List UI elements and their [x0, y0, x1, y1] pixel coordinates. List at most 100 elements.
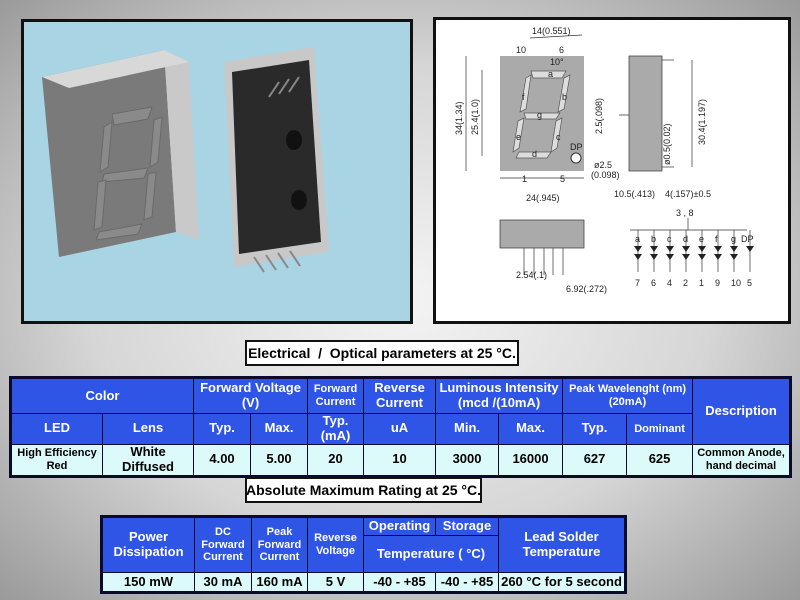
table-cell: 260 °C for 5 second — [498, 572, 626, 593]
dim-width: 24(.945) — [526, 193, 560, 203]
subheader-cell: Lens — [101, 413, 195, 445]
diode-icon — [650, 246, 658, 252]
dim-pitch: 2.54(.1) — [516, 270, 547, 280]
pin-number: 7 — [635, 278, 640, 288]
header-storage: Storage — [435, 516, 499, 536]
seg-e-label: e — [516, 132, 521, 142]
absolute-max-table: Power Dissipation DC Forward Current Pea… — [100, 515, 627, 594]
pin-number: 5 — [747, 278, 752, 288]
dim-pin1: 1 — [522, 174, 527, 184]
subheader-cell: Dominant — [626, 413, 694, 445]
pin-number: 6 — [651, 278, 656, 288]
dim-pin10: 10 — [516, 45, 526, 55]
led-display-photo — [42, 47, 329, 273]
header-description: Description — [692, 377, 791, 445]
pin-number: 4 — [667, 278, 672, 288]
subheader-cell: Typ. — [193, 413, 252, 445]
dim-pin6: 6 — [559, 45, 564, 55]
table-cell: 160 mA — [251, 572, 308, 593]
table-cell: Common Anode, hand decimal — [692, 443, 791, 477]
diode-icon — [698, 254, 706, 260]
segment-label: e — [699, 234, 704, 244]
diode-icon — [746, 246, 754, 252]
dim-pin5: 5 — [560, 174, 565, 184]
seg-c-label: c — [556, 132, 561, 142]
table-cell: 625 — [626, 443, 694, 477]
pin-number: 10 — [731, 278, 741, 288]
dim-pin-dia: ø0.5(0.02) — [662, 123, 672, 165]
table-cell: 5.00 — [250, 443, 309, 477]
segment-label: b — [651, 234, 656, 244]
diode-icon — [666, 246, 674, 252]
diode-icon — [730, 254, 738, 260]
header-luminous-intensity: Luminous Intensity (mcd /(10mA) — [435, 377, 564, 414]
seg-f-label: f — [522, 92, 525, 102]
segment-label: d — [683, 234, 688, 244]
segment-label: g — [731, 234, 736, 244]
subheader-cell: Min. — [435, 413, 500, 445]
header-reverse-voltage: Reverse Voltage — [307, 516, 364, 573]
table-cell: 4.00 — [193, 443, 252, 477]
segment-label: f — [715, 234, 718, 244]
absolute-title: Absolute Maximum Rating at 25 °C. — [245, 477, 482, 503]
header-operating: Operating — [363, 516, 436, 536]
diode-icon — [634, 246, 642, 252]
table-cell: 16000 — [498, 443, 564, 477]
diode-icon — [682, 246, 690, 252]
dim-common-pins: 3 , 8 — [676, 208, 694, 218]
diode-icon — [730, 246, 738, 252]
diode-icon — [650, 254, 658, 260]
pin-number: 1 — [699, 278, 704, 288]
diode-icon — [698, 246, 706, 252]
dim-dp-dia: ø2.5 — [594, 160, 612, 170]
header-forward-current: Forward Current — [307, 377, 365, 414]
subheader-cell: LED — [10, 413, 103, 445]
product-photo — [21, 19, 413, 324]
dimension-diagram: a b c d e f g 14(0.551) 10 6 10° 34(1.34… — [433, 17, 791, 324]
dim-seg-offset: 2.5(.098) — [594, 98, 604, 134]
seg-g-label: g — [537, 110, 542, 120]
subheader-cell: uA — [363, 413, 437, 445]
diode-icon — [666, 254, 674, 260]
subheader-cell: Typ. — [562, 413, 628, 445]
dim-angle: 10° — [550, 57, 564, 67]
header-forward-voltage: Forward Voltage (V) — [193, 377, 309, 414]
diode-icon — [682, 254, 690, 260]
pin-number: 2 — [683, 278, 688, 288]
table-cell: 20 — [307, 443, 365, 477]
table-cell: 627 — [562, 443, 628, 477]
diode-icon — [714, 246, 722, 252]
header-peak-forward-current: Peak Forward Current — [251, 516, 308, 573]
seg-b-label: b — [562, 92, 567, 102]
subheader-cell: Max. — [498, 413, 564, 445]
table-cell: 3000 — [435, 443, 500, 477]
dim-height: 34(1.34) — [454, 101, 464, 135]
table-cell: -40 - +85 — [435, 572, 499, 593]
segment-label: DP — [741, 234, 754, 244]
table-cell: 30 mA — [194, 572, 252, 593]
table-cell: High Efficiency Red — [10, 443, 103, 477]
electrical-title: Electrical / Optical parameters at 25 °C… — [245, 340, 519, 366]
dim-digit-height: 25.4(1.0) — [470, 99, 480, 135]
diode-icon — [634, 254, 642, 260]
dim-top-width: 14(0.551) — [532, 26, 571, 36]
header-peak-wavelength: Peak Wavelenght (nm) (20mA) — [562, 377, 694, 414]
pin-number: 9 — [715, 278, 720, 288]
table-cell: White Diffused — [101, 443, 195, 477]
header-temperature: Temperature ( °C) — [363, 535, 499, 573]
dim-dp-dia-in: (0.098) — [591, 170, 620, 180]
header-lead-solder: Lead Solder Temperature — [498, 516, 626, 573]
subheader-cell: Typ.(mA) — [307, 413, 365, 445]
header-dc-forward-current: DC Forward Current — [194, 516, 252, 573]
header-power-dissipation: Power Dissipation — [101, 516, 195, 573]
dim-depth: 10.5(.413) — [614, 189, 655, 199]
seg-d-label: d — [532, 149, 537, 159]
dim-end-offset: 6.92(.272) — [566, 284, 607, 294]
header-reverse-current: Reverse Current — [363, 377, 437, 414]
diode-icon — [714, 254, 722, 260]
table-cell: 5 V — [307, 572, 364, 593]
dim-side-height: 30.4(1.197) — [697, 99, 707, 145]
subheader-cell: Max. — [250, 413, 309, 445]
dim-pin-len: 4(.157)±0.5 — [665, 189, 711, 199]
segment-label: c — [667, 234, 672, 244]
